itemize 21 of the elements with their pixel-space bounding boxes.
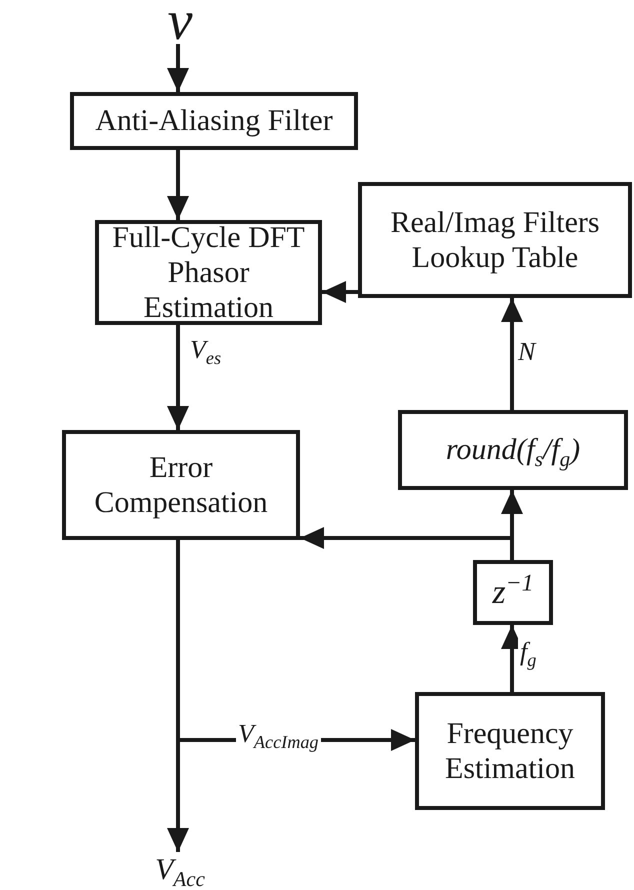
arrow [167,44,189,92]
box-label: round(f$_{s}$/f$_{g}$) [446,432,580,468]
box-label: Anti-Aliasing Filter [95,103,333,139]
box-label: Error Compensation [93,450,269,520]
process-box [398,410,628,490]
process-box [70,92,358,150]
box-label: Real/Imag Filters Lookup Table [389,204,601,276]
arrow [300,527,514,560]
arrow [167,150,189,220]
process-box [415,692,605,810]
process-box [358,182,632,298]
arrow [322,281,358,303]
output-label: V$_{Acc}$ [155,852,205,888]
arrow [167,325,189,430]
box-label: z$^{−1}$ [492,572,534,612]
delay-box [473,560,553,625]
arrow [501,298,523,410]
box-label: Frequency Estimation [444,716,576,786]
box-label: Full-Cycle DFT Phasor Estimation [111,220,306,326]
input-label: v [168,0,192,54]
process-box [62,430,300,540]
